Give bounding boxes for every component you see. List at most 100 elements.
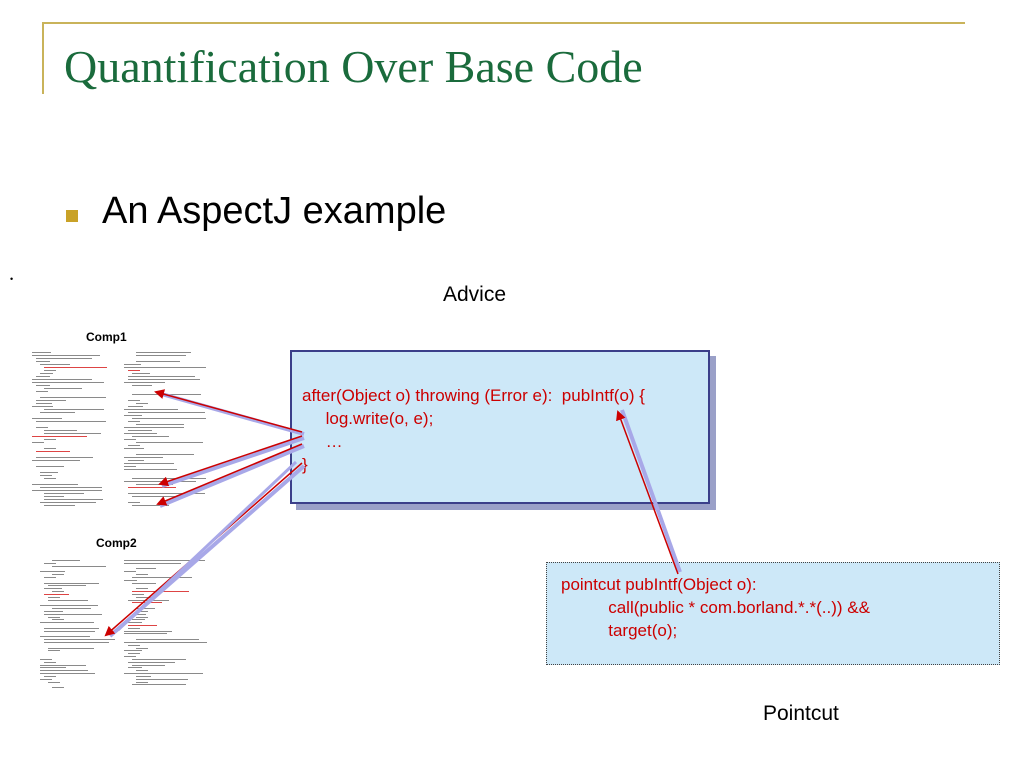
code-line [124,641,207,643]
comp2-code-thumbnail [40,560,210,690]
code-line [32,352,51,353]
code-line [44,388,82,389]
code-line [128,653,140,655]
code-line [128,599,169,601]
code-line [136,568,156,570]
code-line [124,469,177,470]
code-line [136,484,173,485]
code-line [44,409,104,410]
code-line [124,448,144,449]
code-line [48,616,60,618]
code-line [44,630,95,632]
code-line [40,475,52,476]
code-line [44,367,107,368]
code-line [132,418,206,419]
code-line [132,478,206,479]
code-line [40,670,88,672]
code-line [128,667,142,669]
code-line [40,571,65,573]
code-line [44,478,56,479]
code-line [132,373,150,374]
code-line [132,496,184,497]
code-line [32,382,104,383]
comp1-code-thumbnail [32,352,212,508]
code-line [52,574,64,576]
code-line [48,585,86,587]
code-line [128,421,140,422]
code-line [32,484,78,485]
code-line [128,460,144,461]
code-line [32,436,87,437]
comp1-label: Comp1 [86,330,127,344]
code-line [124,364,141,365]
code-line [132,684,186,686]
code-line [36,385,50,386]
code-line [36,376,50,377]
code-line [132,582,156,584]
code-line [124,650,142,652]
code-line [32,406,53,407]
code-line [128,430,152,431]
code-line [52,560,80,561]
code-line [36,391,48,392]
bullet-square-icon [66,210,78,222]
code-line [136,610,148,612]
code-line [124,409,178,410]
code-line [136,361,180,362]
code-line [44,627,99,629]
code-line [132,602,162,604]
code-line [124,439,136,440]
code-line [44,576,56,578]
code-line [136,574,148,576]
code-line [44,433,101,434]
code-line [48,647,94,649]
pointcut-code: pointcut pubIntf(Object o): call(public … [561,575,870,640]
code-line [124,466,136,467]
slide-title: Quantification Over Base Code [64,41,643,92]
code-line [124,673,203,675]
code-line [136,670,148,672]
code-line [136,403,148,404]
code-line [124,622,142,624]
code-line [128,406,143,407]
code-line [44,370,56,371]
advice-box: after(Object o) throwing (Error e): pubI… [290,350,710,504]
code-line [36,403,52,404]
code-line [40,373,53,374]
code-line [124,630,172,632]
title-rule-vertical [42,22,44,94]
code-line [136,678,188,680]
code-line [36,451,70,452]
code-line [132,505,169,506]
code-line [36,457,93,458]
code-line [36,358,92,359]
code-line [124,463,174,464]
code-line [52,619,64,621]
code-line [132,385,152,386]
code-line [44,588,62,590]
code-line [132,613,146,615]
code-line [40,664,86,666]
code-line [132,619,145,621]
code-line [132,593,144,595]
code-line [128,412,205,413]
code-line [44,499,103,500]
code-line [128,644,140,646]
code-line [136,355,186,356]
code-line [44,562,56,564]
code-line [128,625,157,626]
code-line [124,571,136,573]
bullet-text: An AspectJ example [102,190,447,232]
code-line [44,505,75,506]
code-line [128,627,140,629]
code-line [136,647,148,649]
code-line [44,430,77,431]
code-line [32,379,92,380]
code-line [124,656,136,658]
code-line [128,502,140,503]
code-line [32,355,100,356]
code-line [124,367,206,368]
code-line [44,675,56,677]
code-line [136,596,156,598]
code-line [40,472,58,473]
